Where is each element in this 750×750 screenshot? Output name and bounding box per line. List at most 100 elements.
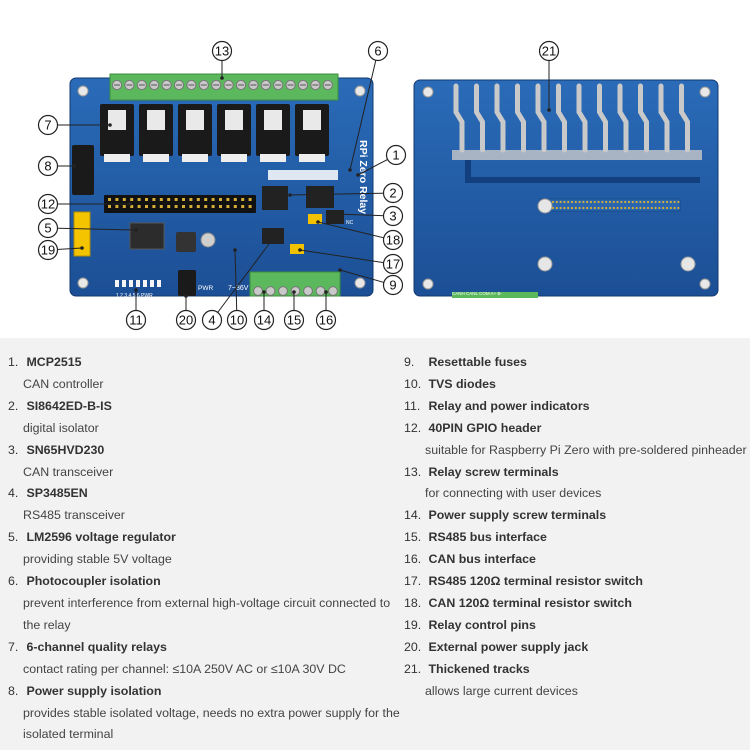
callout-badge — [226, 309, 248, 331]
legend-item-title: 6-channel quality relays — [26, 639, 167, 654]
callout-badge — [385, 144, 407, 166]
callout-dot — [292, 290, 296, 294]
legend-item-title: RS485 120Ω terminal resistor switch — [428, 574, 643, 589]
legend-item-title: CAN 120Ω terminal resistor switch — [428, 595, 632, 610]
legend-item-description: the relay — [23, 617, 71, 632]
legend-item-number: 14. — [404, 508, 422, 523]
callout-number: 6 — [374, 44, 381, 59]
callout-dot — [72, 164, 76, 168]
callout-number: 21 — [542, 44, 556, 59]
callout-badge — [175, 309, 197, 331]
callout-badge — [125, 309, 147, 331]
legend-item-heading: 3. SN65HVD230 — [8, 440, 400, 462]
relays — [100, 104, 329, 162]
legend-item-number: 20. — [404, 639, 422, 654]
legend-item-title: Power supply isolation — [26, 683, 162, 698]
legend-item-heading: 17. RS485 120Ω terminal resistor switch — [404, 571, 750, 593]
callout-badge — [382, 205, 404, 227]
callout-number: 1 — [392, 148, 399, 163]
legend-item-description: for connecting with user devices — [425, 486, 602, 501]
callout-dot — [220, 76, 224, 80]
legend-item: 18. CAN 120Ω terminal resistor switch — [404, 593, 750, 615]
chip-sp3485 — [262, 228, 284, 244]
chip-lm2596 — [129, 222, 165, 250]
legend-item-heading: 5. LM2596 voltage regulator — [8, 527, 400, 549]
relay-power-indicators — [115, 280, 161, 287]
callout-dot — [547, 108, 551, 112]
callout-line — [289, 192, 394, 196]
legend-item-title: Resettable fuses — [428, 355, 527, 369]
legend-item: 10. TVS diodes — [404, 374, 750, 396]
legend-item-title: RS485 bus interface — [428, 530, 547, 545]
callout-badge — [283, 309, 305, 331]
callout-line — [299, 249, 394, 265]
callout-dot — [134, 288, 138, 292]
callout-number: 14 — [257, 313, 271, 328]
screw — [253, 286, 263, 296]
legend-item-number: 6. — [8, 574, 19, 589]
legend-item-heading: 11. Relay and power indicators — [404, 396, 750, 418]
callout-number: 13 — [215, 44, 229, 59]
callout-badge — [253, 309, 275, 331]
legend-item-number: 21. — [404, 661, 422, 676]
legend-item-description: CAN controller — [23, 376, 104, 391]
callout-line — [317, 221, 394, 241]
legend-item-number: 18. — [404, 595, 422, 610]
callout-dot — [316, 220, 320, 224]
legend-item-description: provides stable isolated voltage, needs … — [23, 705, 400, 720]
legend-item-title: MCP2515 — [26, 355, 82, 369]
legend-item-number: 5. — [8, 530, 19, 545]
indicator-led — [143, 280, 147, 287]
legend-item-title: External power supply jack — [428, 639, 589, 654]
legend-item-heading: 1. MCP2515 — [8, 352, 400, 374]
legend-item-title: TVS diodes — [428, 376, 496, 391]
legend-item: 19. Relay control pins — [404, 615, 750, 637]
callout-number: 2 — [389, 186, 396, 201]
legend-item-description: allows large current devices — [425, 683, 578, 698]
silkscreen-pwr: PWR — [198, 285, 213, 292]
power-isolation-module — [72, 145, 94, 195]
legend-item-number: 10. — [404, 376, 422, 391]
callout-number: 10 — [230, 313, 244, 328]
callout-badge — [37, 239, 59, 261]
legend-item-title: Power supply screw terminals — [428, 508, 607, 523]
screw — [278, 286, 288, 296]
indicator-led — [136, 280, 140, 287]
callout-dot — [338, 268, 342, 272]
legend-item-number: 2. — [8, 398, 19, 413]
legend-item-number: 16. — [404, 552, 422, 567]
callout-line — [349, 50, 379, 171]
screw — [265, 286, 276, 296]
indicator-led — [157, 280, 161, 287]
callout-dot — [108, 123, 112, 127]
callout-badge — [382, 274, 404, 296]
silkscreen-voltage: 7~36V — [228, 285, 249, 292]
callout-dot — [80, 246, 84, 250]
callout-dot — [134, 228, 138, 232]
board-front: RPi Zero Relay 7~36V PWR 1 2 3 4 5 6 PWR… — [69, 73, 374, 299]
legend-item-title: SN65HVD230 — [26, 442, 105, 457]
legend-item-description: suitable for Raspberry Pi Zero with pre-… — [425, 442, 747, 457]
legend-item-heading: 9. Resettable fuses — [404, 352, 750, 374]
callout-number: 16 — [319, 313, 333, 328]
callout-number: 3 — [389, 209, 396, 224]
screw — [315, 286, 326, 296]
callout-number: 15 — [287, 313, 301, 328]
relay-label — [225, 110, 243, 130]
callout-number: 12 — [41, 197, 55, 212]
legend-item-description: RS485 transceiver — [23, 508, 125, 523]
legend-item-title: SI8642ED-B-IS — [26, 398, 112, 413]
legend-item-heading: 19. Relay control pins — [404, 615, 750, 637]
indicator-led — [129, 280, 133, 287]
callout-number: 17 — [386, 257, 400, 272]
legend-item-description: contact rating per channel: ≤10A 250V AC… — [23, 661, 346, 676]
relay-label — [147, 110, 165, 130]
chip-sn65hvd230 — [326, 210, 344, 224]
legend-item-number: 1. — [8, 355, 19, 369]
callout-badge — [37, 193, 59, 215]
callout-dot — [270, 238, 274, 242]
back-port-labels: CANH CANL COM A+ B- — [452, 291, 502, 296]
